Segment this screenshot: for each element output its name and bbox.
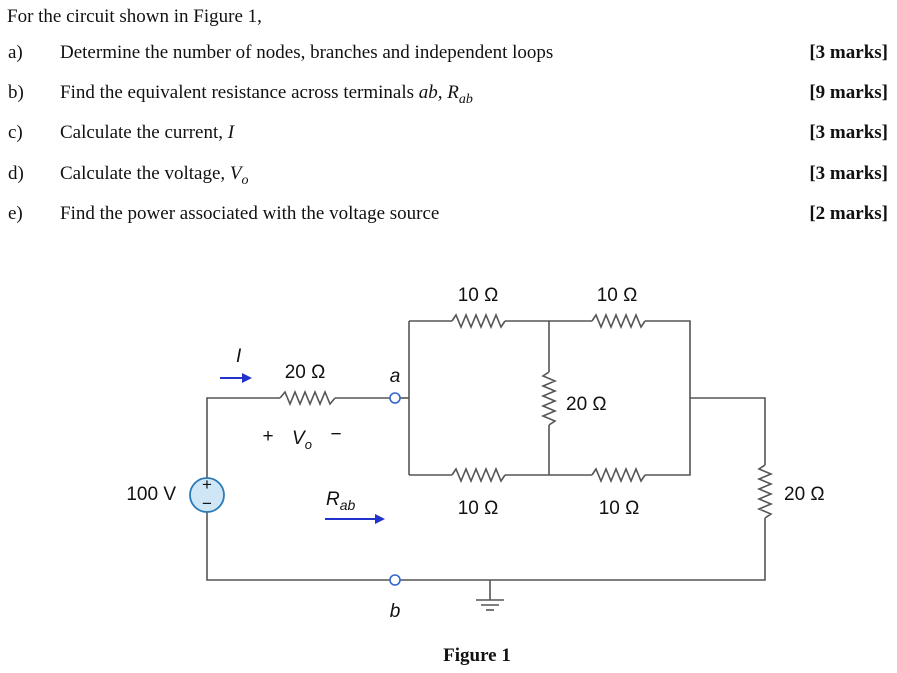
wire-top-3 — [645, 320, 691, 398]
question-marks: [3 marks] — [809, 163, 888, 184]
wire-left-top — [206, 397, 280, 478]
r-top-left-label: 10 Ω — [458, 285, 499, 306]
terminal-b-label: b — [390, 601, 401, 622]
vo-sub: o — [305, 437, 312, 452]
resistor-20-right — [756, 464, 774, 519]
vo-label: Vo — [292, 428, 312, 452]
source-plus: + — [202, 475, 212, 494]
source-minus: − — [202, 494, 212, 513]
vo-minus: − — [330, 424, 341, 445]
ground-icon — [476, 599, 504, 611]
r-bottom-right-label: 10 Ω — [599, 498, 640, 519]
resistor-10-bottom-right — [591, 466, 646, 484]
resistor-20-series — [279, 389, 336, 407]
question-c: c) Calculate the current, I [3 marks] — [0, 122, 897, 148]
vo-symbol: V — [292, 428, 307, 449]
question-text-wrap: Find the equivalent resistance across te… — [60, 82, 473, 108]
wire-right-top — [690, 397, 766, 465]
wire-left-bottom — [206, 512, 390, 581]
question-text: Calculate the voltage, — [60, 163, 230, 184]
current-label: I — [236, 346, 242, 367]
question-marks: [3 marks] — [809, 42, 888, 63]
rab-label: Rab — [326, 489, 356, 513]
r-bottom-left-label: 10 Ω — [458, 498, 499, 519]
question-label: d) — [8, 163, 24, 184]
resistor-10-bottom-left — [451, 466, 506, 484]
resistor-20-middle — [540, 371, 558, 426]
question-text-wrap: Calculate the voltage, Vo — [60, 163, 249, 189]
resistor-10-top-right — [591, 312, 646, 330]
voltage-source-icon — [189, 477, 225, 513]
figure-caption: Figure 1 — [443, 645, 511, 666]
question-marks: [2 marks] — [809, 203, 888, 224]
intro-text: For the circuit shown in Figure 1, — [7, 6, 262, 27]
question-label: e) — [8, 203, 23, 224]
resistor-10-top-left — [451, 312, 506, 330]
question-text: Find the equivalent resistance across te… — [60, 82, 419, 103]
question-e: e) Find the power associated with the vo… — [0, 203, 897, 229]
vo-plus: + — [262, 426, 273, 447]
terminal-a-label: a — [390, 366, 401, 387]
question-math-sub: o — [241, 172, 249, 188]
question-math: I — [227, 122, 235, 143]
question-b: b) Find the equivalent resistance across… — [0, 82, 897, 108]
question-text: Determine the number of nodes, branches … — [60, 42, 554, 63]
source-value-label: 100 V — [126, 484, 176, 505]
question-a: a) Determine the number of nodes, branch… — [0, 42, 897, 68]
rab-arrow-icon — [325, 514, 385, 524]
r-right-label: 20 Ω — [784, 484, 825, 505]
question-d: d) Calculate the voltage, Vo [3 marks] — [0, 163, 897, 189]
wire-bottom-3 — [645, 398, 691, 476]
wire-right-bottom — [400, 518, 766, 581]
question-text: Find the power associated with the volta… — [60, 203, 440, 224]
question-marks: [9 marks] — [809, 82, 888, 103]
question-label: b) — [8, 82, 24, 103]
rab-symbol: R — [326, 489, 340, 510]
terminal-a-node — [389, 392, 401, 404]
r-series-label: 20 Ω — [285, 362, 326, 383]
question-math: ab — [418, 82, 438, 103]
current-arrow-icon — [220, 373, 252, 383]
rab-sub: ab — [340, 497, 356, 513]
question-math-sub: ab — [458, 91, 473, 107]
r-middle-label: 20 Ω — [566, 394, 607, 415]
question-math-r: , R — [437, 82, 459, 103]
terminal-b-node — [389, 574, 401, 586]
question-math: V — [229, 163, 242, 184]
question-text: Calculate the current, — [60, 122, 228, 143]
question-marks: [3 marks] — [809, 122, 888, 143]
circuit-wires — [206, 312, 774, 600]
question-label: c) — [8, 122, 23, 143]
question-label: a) — [8, 42, 23, 63]
r-top-right-label: 10 Ω — [597, 285, 638, 306]
question-text-wrap: Calculate the current, I — [60, 122, 234, 144]
